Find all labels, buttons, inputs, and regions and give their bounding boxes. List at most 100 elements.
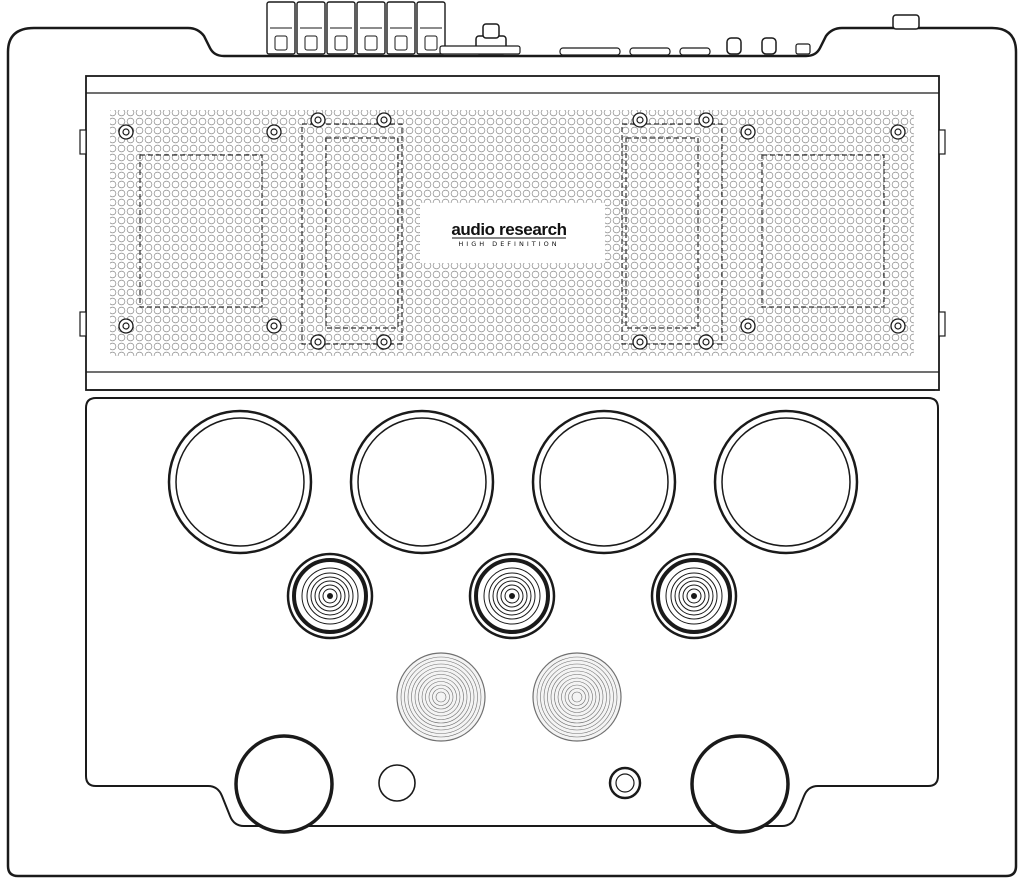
logo-plate [420, 203, 605, 263]
mounting-screw-head [744, 128, 752, 136]
mounting-screw-head [894, 128, 902, 136]
power-tube-socket-ring [357, 417, 487, 547]
mounting-screw [310, 334, 326, 350]
transformer-housing [690, 734, 790, 834]
mounting-screw [698, 112, 714, 128]
signal-tube-socket-groove [318, 584, 342, 608]
mounting-screw [740, 318, 756, 334]
capacitor-tops [396, 652, 622, 742]
signal-tube-socket-ring [292, 558, 368, 634]
mounting-screw-head [702, 116, 710, 124]
mounting-screw [740, 124, 756, 140]
mounting-screw [266, 318, 282, 334]
rear-knob [482, 23, 500, 39]
signal-tube-socket-groove [504, 588, 520, 604]
mounting-screw-head [270, 322, 278, 330]
mounting-screw [890, 318, 906, 334]
terminal-screw [304, 35, 318, 51]
signal-tube-socket-center [327, 593, 333, 599]
capacitor-ring [564, 684, 590, 710]
transformer-housings [234, 734, 790, 834]
capacitor-ring [550, 670, 604, 724]
mounting-screw-head [314, 338, 322, 346]
mounting-screw [310, 112, 326, 128]
mounting-screw-head [744, 322, 752, 330]
terminal-screw [394, 35, 408, 51]
capacitor-ring [404, 660, 478, 734]
signal-tube-socket-groove [322, 588, 338, 604]
terminal-screw [334, 35, 348, 51]
hidden-bracket-left-inner [325, 137, 399, 329]
capacitor-ring [536, 656, 618, 738]
power-tube-socket-ring [539, 417, 669, 547]
mounting-screw [632, 112, 648, 128]
mounting-screw-head [894, 322, 902, 330]
brand-logo-text: audio research [451, 220, 566, 239]
small-post-inner [615, 773, 635, 793]
capacitor-ring [547, 667, 607, 727]
mounting-screw [118, 124, 134, 140]
power-tube-socket-ring [721, 417, 851, 547]
rear-switch [795, 43, 811, 55]
hidden-bracket-right-outer [621, 123, 723, 345]
mounting-screw [376, 334, 392, 350]
hidden-transformer-right [761, 154, 885, 308]
power-tube-socket-ring [175, 417, 305, 547]
rear-jack-right [761, 37, 777, 55]
signal-tube-socket-groove [301, 567, 359, 625]
rear-panel-terminals [266, 1, 446, 55]
mounting-screw-head [702, 338, 710, 346]
mounting-screw-head [314, 116, 322, 124]
signal-tube-socket-groove [488, 572, 536, 620]
capacitor-top [396, 652, 486, 742]
capacitor-ring [540, 660, 614, 734]
capacitor-ring [411, 667, 471, 727]
capacitor-ring [561, 681, 593, 713]
mounting-screw [698, 334, 714, 350]
signal-tube-socket-groove [492, 576, 532, 616]
capacitor-ring [428, 684, 454, 710]
capacitor-ring [418, 674, 464, 720]
rear-connector-a [559, 47, 621, 56]
terminal-screw [424, 35, 438, 51]
signal-tube-socket-ring [656, 558, 732, 634]
mounting-screw-head [380, 116, 388, 124]
small-post [378, 764, 416, 802]
signal-tube-socket-groove [674, 576, 714, 616]
rear-jack-left [726, 37, 742, 55]
terminal-screw [274, 35, 288, 51]
signal-tube-socket-center [509, 593, 515, 599]
capacitor-ring [414, 670, 468, 724]
capacitor-ring [554, 674, 600, 720]
mounting-screw [266, 124, 282, 140]
capacitor-ring [432, 688, 450, 706]
transformer-housing [234, 734, 334, 834]
power-tube-socket [531, 409, 677, 555]
mounting-screw [890, 124, 906, 140]
signal-tube-socket-groove [306, 572, 354, 620]
mounting-screw-head [636, 338, 644, 346]
signal-tube-socket-groove [500, 584, 524, 608]
signal-tube-socket-groove [483, 567, 541, 625]
hidden-bracket-left-outer [301, 123, 403, 345]
cover-clip-left-top [79, 129, 87, 155]
capacitor-ring [557, 677, 597, 717]
signal-tube-socket-groove [686, 588, 702, 604]
signal-tube-socket-groove [314, 580, 346, 612]
capacitor-ring [400, 656, 482, 738]
signal-tube-socket-groove [496, 580, 528, 612]
power-tube-socket [167, 409, 313, 555]
rear-connector-strip [439, 45, 521, 55]
signal-tube-socket-groove [682, 584, 706, 608]
mounting-screws [118, 112, 906, 350]
mounting-screw [632, 334, 648, 350]
power-tube-socket [713, 409, 859, 555]
signal-tube-socket-groove [678, 580, 710, 612]
capacitor-ring [435, 691, 447, 703]
mounting-screw [376, 112, 392, 128]
signal-tube-sockets [286, 552, 738, 640]
brand-tagline-text: HIGH DEFINITION [458, 240, 559, 248]
signal-tube-socket-groove [665, 567, 723, 625]
mounting-screw-head [380, 338, 388, 346]
